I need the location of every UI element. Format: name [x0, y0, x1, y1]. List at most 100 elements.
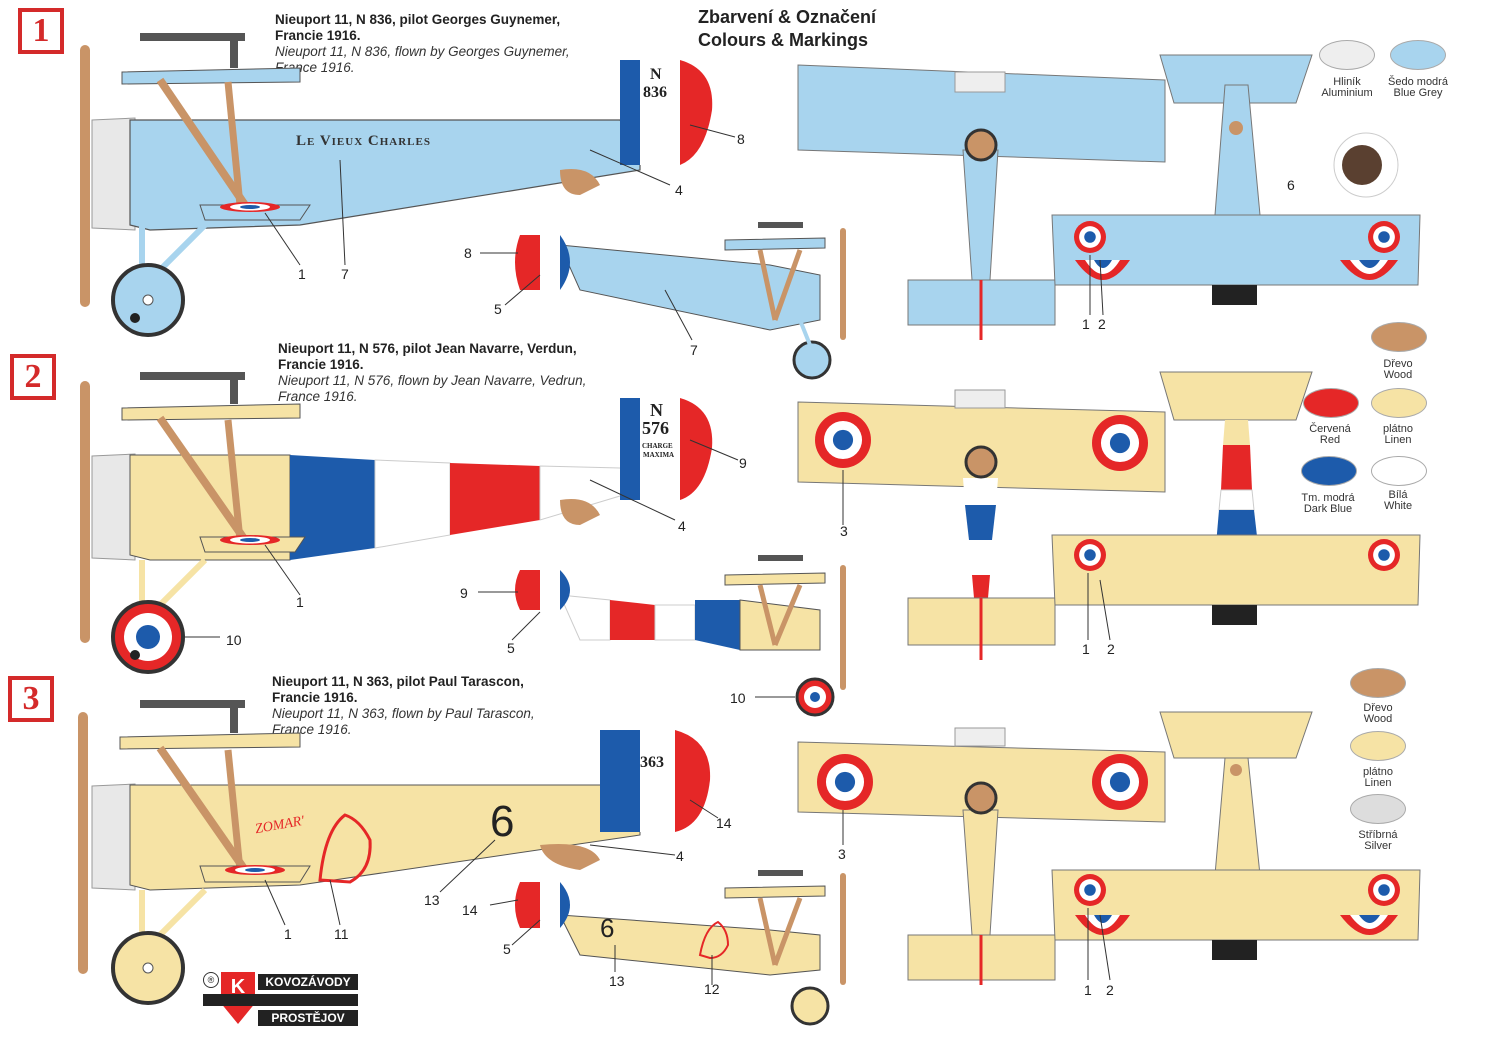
callout: 10	[226, 632, 242, 648]
callout: 14	[462, 902, 478, 918]
swatch-label-cz: plátno	[1363, 766, 1393, 778]
swatch-label: Červená Red	[1290, 424, 1370, 446]
scheme-3-badge: 3	[8, 676, 54, 722]
scheme-1-title-cz1: Nieuport 11, N 836, pilot Georges Guynem…	[275, 12, 561, 27]
scheme-3-fuselage-number: 6	[490, 797, 515, 846]
swatch-linen	[1371, 388, 1427, 418]
swatch-label: Bílá White	[1358, 490, 1438, 512]
swatch-label-cz: Šedo modrá	[1388, 76, 1448, 88]
swatch-label-en: Aluminium	[1321, 87, 1373, 99]
scheme-2-title-en2: France 1916.	[278, 389, 358, 404]
swatch-label-cz: Červená	[1309, 423, 1351, 435]
swatch-label: Tm. modrá Dark Blue	[1288, 493, 1368, 515]
scheme-2-side-view-large	[80, 372, 713, 674]
logo-line1: KOVOZÁVODY	[258, 974, 358, 990]
scheme-3-bottom-view	[1051, 711, 1421, 960]
scheme-1-title-en1: Nieuport 11, N 836, flown by Georges Guy…	[275, 44, 570, 59]
swatch-label-cz: Tm. modrá	[1301, 492, 1355, 504]
callout: 13	[609, 973, 625, 989]
callout: 2	[1098, 316, 1106, 332]
scheme-1-badge: 1	[18, 8, 64, 54]
scheme-2-bottom-view	[1051, 371, 1421, 625]
swatch-label-cz: Stříbrná	[1358, 829, 1398, 841]
callout: 1	[284, 926, 292, 942]
header-en: Colours & Markings	[698, 30, 869, 50]
callout: 3	[840, 523, 848, 539]
swatch-label-cz: plátno	[1383, 423, 1413, 435]
swatch-label-en: Silver	[1364, 840, 1392, 852]
callout: 9	[460, 585, 468, 601]
callout: 1	[1082, 641, 1090, 657]
callout: 7	[690, 342, 698, 358]
callout: 3	[838, 846, 846, 862]
callout: 1	[1084, 982, 1092, 998]
swatch-aluminium	[1319, 40, 1375, 70]
swatch-label: Dřevo Wood	[1338, 703, 1418, 725]
scheme-2-rudder-number: 576	[642, 418, 669, 438]
callout: 2	[1106, 982, 1114, 998]
swatch-label-en: Dark Blue	[1303, 503, 1353, 515]
callout: 10	[730, 690, 746, 706]
callout: 14	[716, 815, 732, 831]
swatch-silver	[1350, 794, 1406, 824]
scheme-3-small-fuselage-number: 6	[600, 913, 615, 943]
scheme-2-title: Nieuport 11, N 576, pilot Jean Navarre, …	[278, 341, 586, 405]
swatch-label: Šedo modrá Blue Grey	[1378, 77, 1458, 99]
swatch-label-en: Blue Grey	[1393, 87, 1443, 99]
scheme-1-bottom-view	[1051, 54, 1421, 305]
callout: 5	[494, 301, 502, 317]
swatch-wood	[1350, 668, 1406, 698]
scheme-1-side-view-large	[80, 33, 713, 337]
scheme-1-rudder-letter: N	[650, 66, 662, 83]
swatch-label: Hliník Aluminium	[1307, 77, 1387, 99]
callout: 11	[334, 926, 349, 942]
callout: 7	[341, 266, 349, 282]
callout: 1	[1082, 316, 1090, 332]
swatch-label-en: Linen	[1384, 434, 1412, 446]
swatch-wood	[1371, 322, 1427, 352]
scheme-3-rudder-number: 363	[640, 754, 664, 771]
swatch-blue-grey	[1390, 40, 1446, 70]
swatch-dark-blue	[1301, 456, 1357, 486]
scheme-2-rudder-sub2: MAXIMA	[643, 451, 675, 459]
scheme-1-top-view	[797, 64, 1166, 340]
swatch-label-en: Linen	[1364, 777, 1392, 789]
callout: 6	[1287, 177, 1295, 193]
callout: 8	[464, 245, 472, 261]
swatch-label-cz: Dřevo	[1363, 702, 1393, 714]
callout: 4	[678, 518, 686, 534]
callout: 4	[675, 182, 683, 198]
callout: 1	[296, 594, 304, 610]
swatch-label-en: Wood	[1363, 713, 1393, 725]
swatch-label: Stříbrná Silver	[1338, 830, 1418, 852]
scheme-3-side-view-small	[515, 870, 846, 1026]
callout: 9	[739, 455, 747, 471]
registered-icon: ®	[203, 972, 219, 988]
header-cz: Zbarvení & Označení	[698, 7, 877, 27]
callout: 1	[298, 266, 306, 282]
scheme-1-fuselage-name: Le Vieux Charles	[296, 133, 431, 149]
scheme-1-title: Nieuport 11, N 836, pilot Georges Guynem…	[275, 12, 570, 76]
scheme-1-rudder-number: 836	[643, 84, 667, 101]
scheme-2-title-cz1: Nieuport 11, N 576, pilot Jean Navarre, …	[278, 341, 577, 356]
scheme-3-title-cz2: Francie 1916.	[272, 690, 358, 705]
swatch-label-cz: Dřevo	[1383, 358, 1413, 370]
swatch-label-en: White	[1383, 500, 1413, 512]
scheme-3-top-view	[797, 727, 1166, 985]
scheme-3-title-cz1: Nieuport 11, N 363, pilot Paul Tarascon,	[272, 674, 524, 689]
swatch-red	[1303, 388, 1359, 418]
scheme-2-rudder-letter: N	[650, 400, 663, 420]
colours-markings-header: Zbarvení & Označení Colours & Markings	[698, 6, 876, 52]
kovozavody-logo: ® K KOVOZÁVODY PROSTĚJOV	[203, 972, 358, 1027]
swatch-white	[1371, 456, 1427, 486]
scheme-2-title-cz2: Francie 1916.	[278, 357, 364, 372]
swatch-label: plátno Linen	[1338, 767, 1418, 789]
scheme-2-title-en1: Nieuport 11, N 576, flown by Jean Navarr…	[278, 373, 587, 388]
logo-line2: PROSTĚJOV	[258, 1010, 358, 1026]
swatch-label-cz: Hliník	[1333, 76, 1361, 88]
scheme-1-side-view-small	[515, 222, 846, 380]
swatch-label-cz: Bílá	[1388, 489, 1408, 501]
swatch-label: Dřevo Wood	[1358, 359, 1438, 381]
swatch-linen	[1350, 731, 1406, 761]
scheme-2-top-view	[797, 389, 1166, 660]
